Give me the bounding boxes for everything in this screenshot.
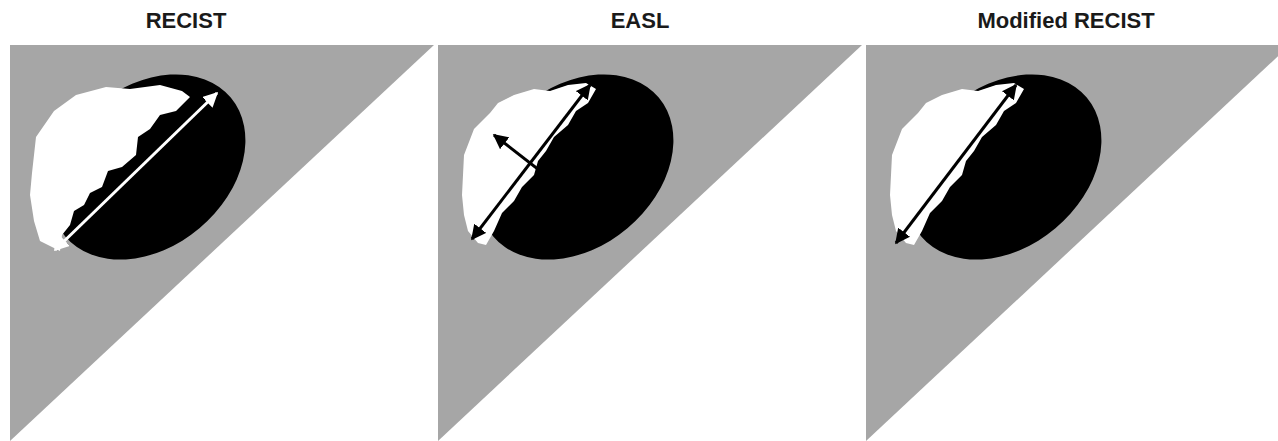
- mrecist-panel: [866, 36, 1278, 441]
- necrotic-area: [462, 83, 596, 245]
- necrotic-area: [890, 83, 1024, 245]
- perpendicular-arrow: [494, 135, 566, 191]
- panel-title: RECIST: [146, 8, 227, 34]
- tumor-figure: [866, 36, 1278, 441]
- viable-diameter-arrow: [896, 85, 1016, 243]
- panel-title: Modified RECIST: [977, 8, 1154, 34]
- diameter-arrow: [55, 93, 217, 250]
- recist-panel: [10, 36, 434, 441]
- necrotic-area: [30, 85, 190, 251]
- diameter-arrow: [472, 85, 590, 239]
- tumor-figure: [438, 36, 862, 441]
- panel-title: EASL: [611, 8, 670, 34]
- tumor-figure: [10, 36, 434, 441]
- easl-panel: [438, 36, 862, 441]
